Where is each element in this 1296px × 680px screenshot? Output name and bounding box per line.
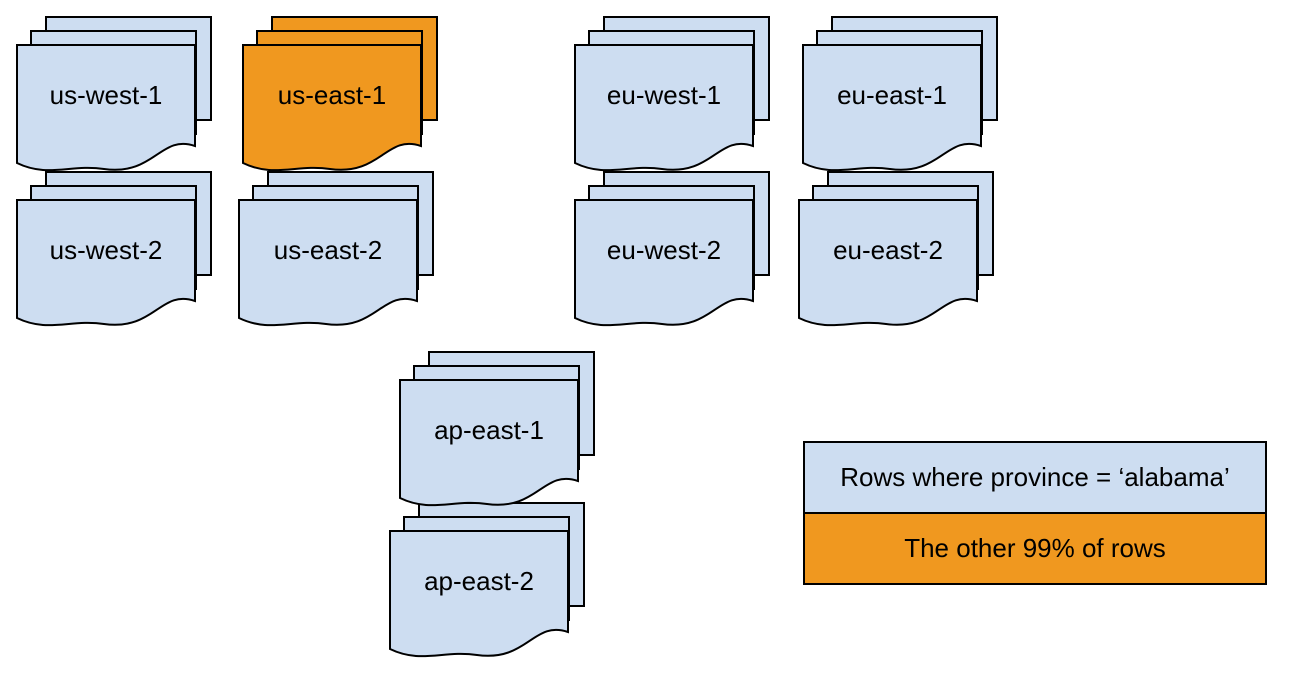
documents-icon [389,502,586,662]
documents-icon [802,16,999,176]
legend-label-alabama-rows: Rows where province = ‘alabama’ [840,462,1230,492]
documents-icon [399,351,596,511]
legend-item-alabama-rows: Rows where province = ‘alabama’ [805,443,1265,512]
documents-icon [16,16,213,176]
legend-label-other-rows: The other 99% of rows [904,533,1166,563]
documents-icon [238,171,435,331]
doc-stack-us-west-1: us-west-1 [16,16,213,176]
doc-stack-eu-west-1: eu-west-1 [574,16,771,176]
legend-item-other-rows: The other 99% of rows [805,512,1265,583]
doc-stack-ap-east-2: ap-east-2 [389,502,586,662]
documents-icon [798,171,995,331]
documents-icon [574,171,771,331]
doc-stack-ap-east-1: ap-east-1 [399,351,596,511]
doc-stack-eu-west-2: eu-west-2 [574,171,771,331]
doc-stack-eu-east-2: eu-east-2 [798,171,995,331]
doc-stack-us-east-1: us-east-1 [242,16,439,176]
documents-icon [242,16,439,176]
doc-stack-us-west-2: us-west-2 [16,171,213,331]
doc-stack-us-east-2: us-east-2 [238,171,435,331]
documents-icon [16,171,213,331]
doc-stack-eu-east-1: eu-east-1 [802,16,999,176]
legend: Rows where province = ‘alabama’ The othe… [803,441,1267,585]
documents-icon [574,16,771,176]
